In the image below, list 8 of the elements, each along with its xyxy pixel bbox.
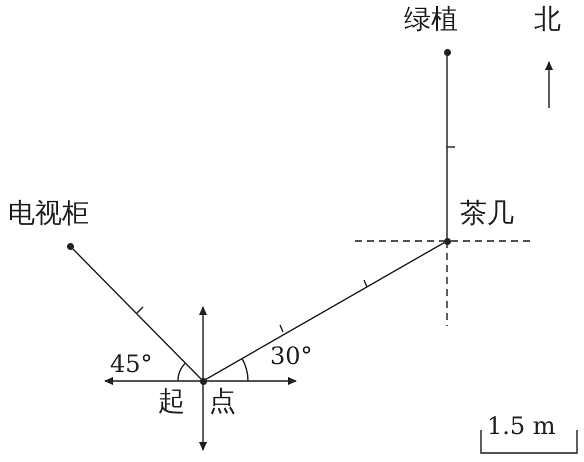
angle-label: 30°	[270, 341, 313, 372]
scale-label: 1.5 m	[487, 411, 556, 442]
point-label: 起点	[158, 386, 260, 418]
point-label: 茶几	[460, 198, 514, 230]
point-label: 电视柜	[8, 198, 89, 230]
north-label: 北	[534, 4, 561, 36]
point-label: 绿植	[404, 4, 458, 36]
angle-label: 45°	[110, 349, 153, 380]
